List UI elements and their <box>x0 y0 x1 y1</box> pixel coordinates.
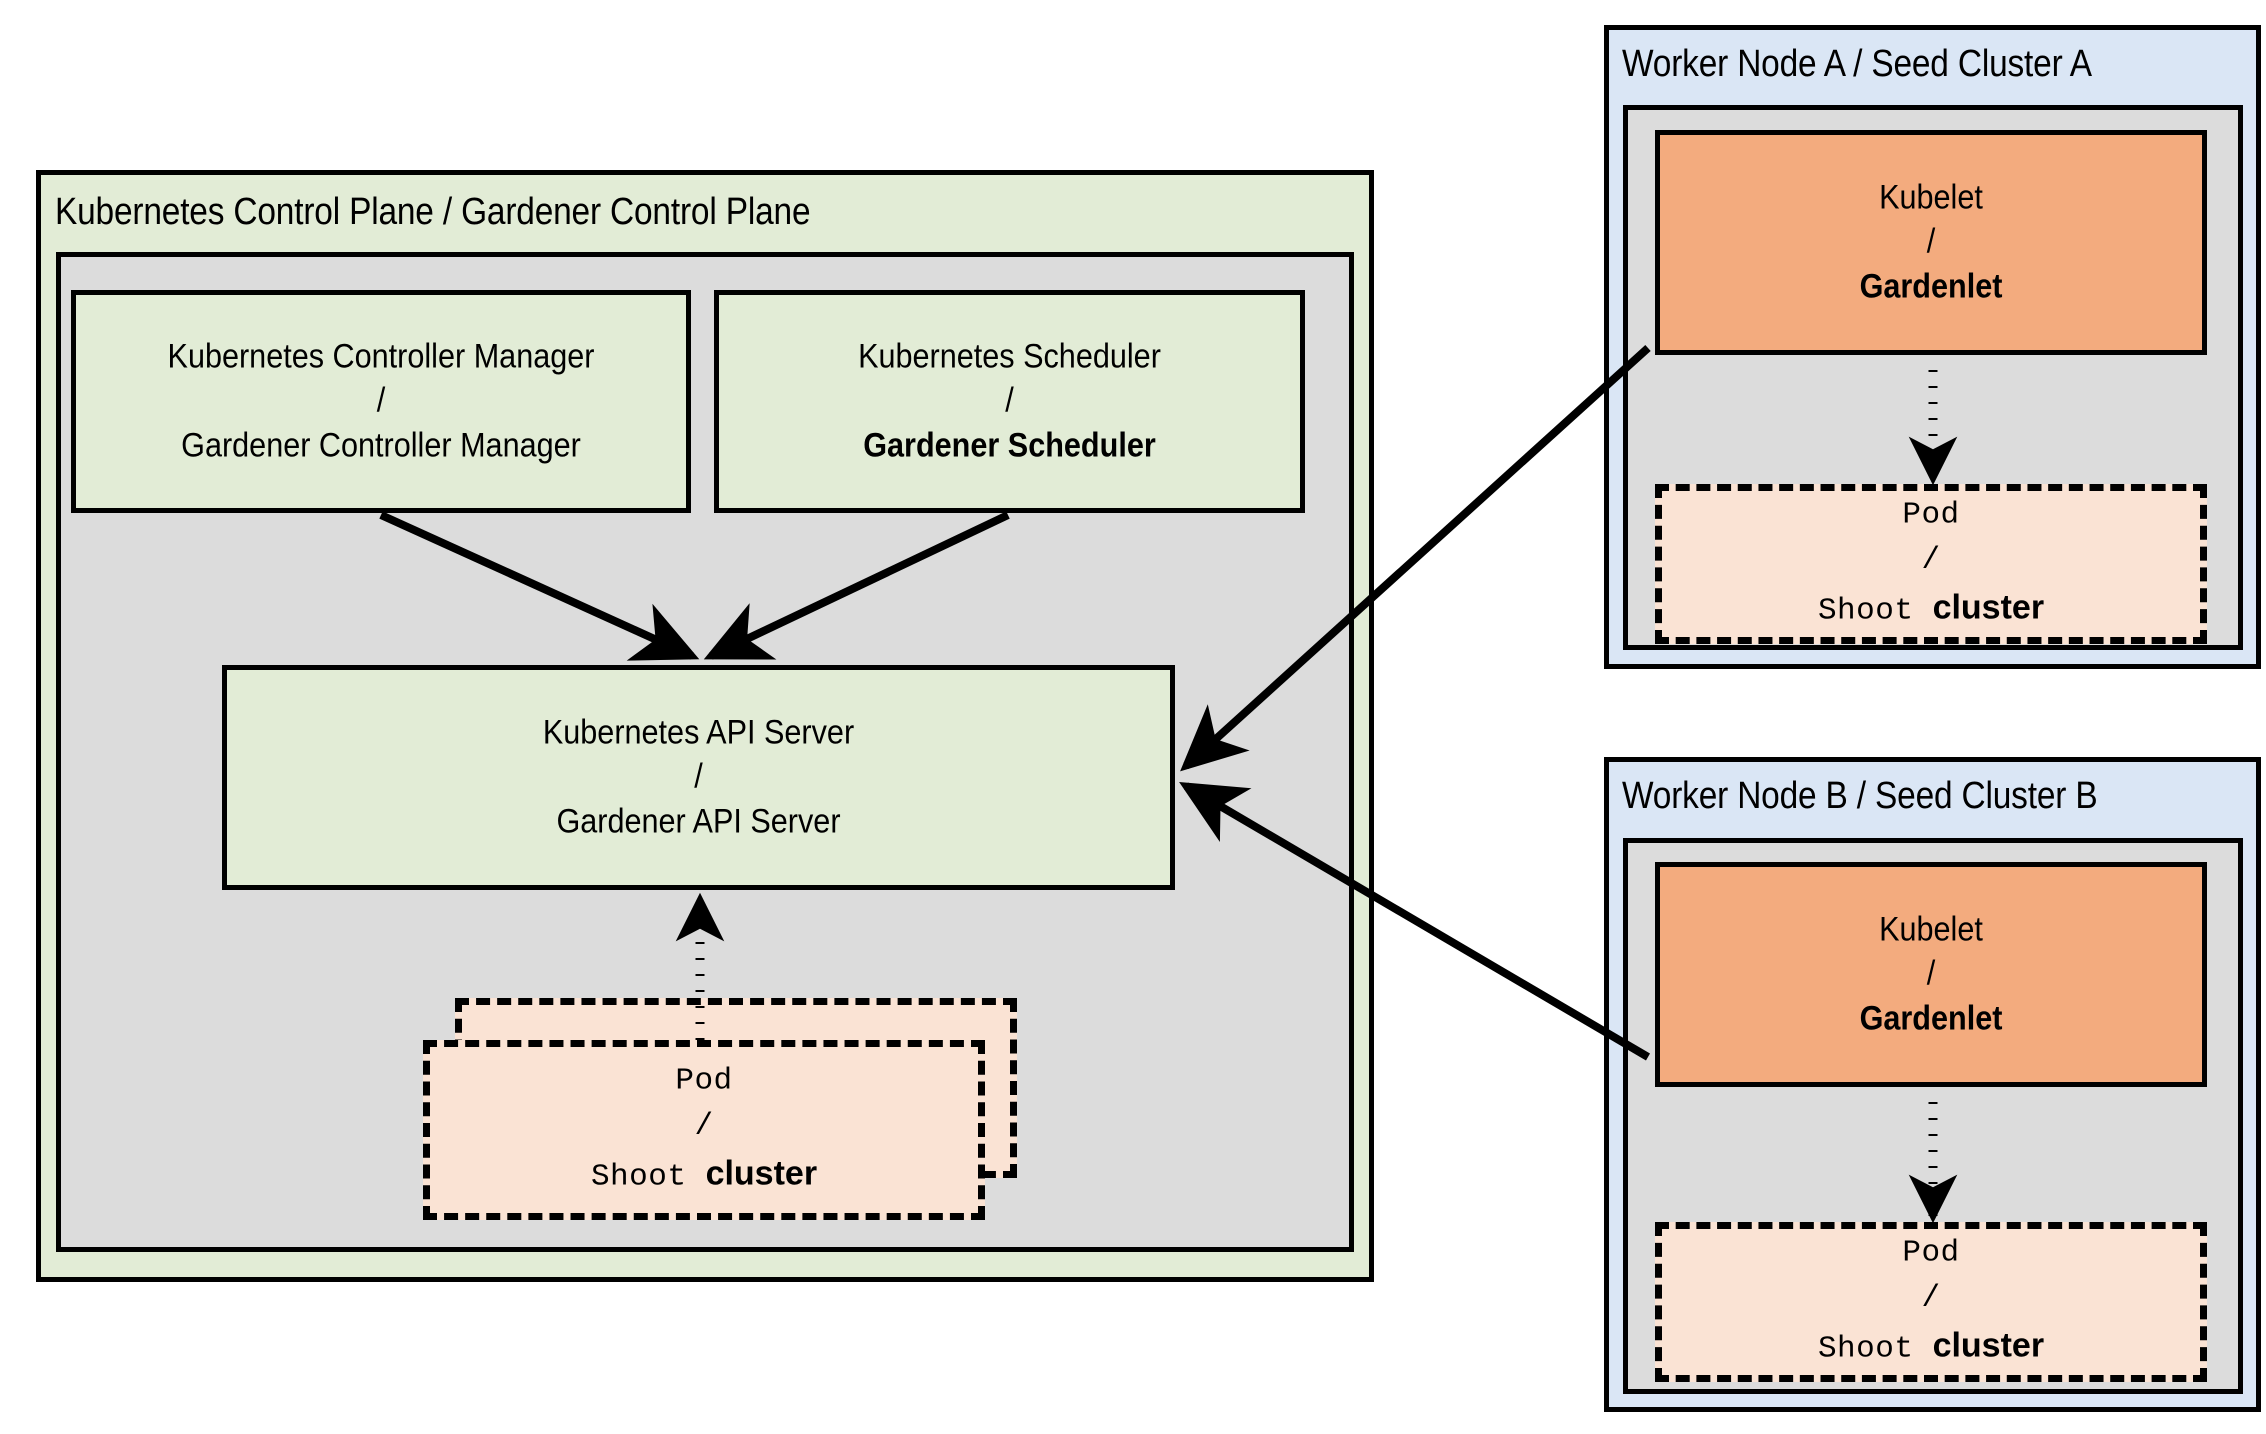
api-server-slash: / <box>694 758 703 797</box>
controller-manager-slash: / <box>376 382 386 421</box>
api-server-label: Kubernetes API Server / Gardener API Ser… <box>227 710 1170 845</box>
kubelet-b-label: Kubelet / Gardenlet <box>1660 907 2202 1042</box>
control-plane-pod-line1: Pod <box>675 1063 733 1099</box>
worker-node-a-pod-cluster: cluster <box>1932 588 2045 627</box>
kubelet-a-label: Kubelet / Gardenlet <box>1660 175 2202 310</box>
worker-node-b-pod-slash: / <box>1921 1280 1941 1316</box>
worker-node-a-pod-shoot: Shoot <box>1817 593 1933 629</box>
control-plane-pod-label: Pod / Shoot cluster <box>430 1060 978 1201</box>
kubelet-b-slash: / <box>1926 955 1936 994</box>
worker-node-a-pod-slash: / <box>1921 542 1941 578</box>
controller-manager-line2: Gardener Controller Manager <box>181 426 581 465</box>
worker-node-a-pod-line1: Pod <box>1902 497 1960 533</box>
kubelet-b-line1: Kubelet <box>1879 910 1983 949</box>
worker-node-b-pod-label: Pod / Shoot cluster <box>1662 1232 2200 1373</box>
scheduler-line1: Kubernetes Scheduler <box>858 337 1161 376</box>
kubelet-gardenlet-a-box[interactable]: Kubelet / Gardenlet <box>1655 130 2207 355</box>
control-plane-pod-shoot: Shoot <box>590 1159 706 1195</box>
kubelet-a-slash: / <box>1926 223 1936 262</box>
kubelet-a-line1: Kubelet <box>1879 178 1983 217</box>
control-plane-pod-line2: Shoot cluster <box>430 1149 978 1200</box>
scheduler-label: Kubernetes Scheduler / Gardener Schedule… <box>719 334 1300 469</box>
worker-node-b-title: Worker Node B / Seed Cluster B <box>1622 775 2098 817</box>
api-server-line1: Kubernetes API Server <box>542 713 855 752</box>
kubelet-a-line2: Gardenlet <box>1859 267 2003 306</box>
worker-node-a-title: Worker Node A / Seed Cluster A <box>1622 43 2092 85</box>
kubelet-b-line2: Gardenlet <box>1859 999 2003 1038</box>
worker-node-b-pod-box[interactable]: Pod / Shoot cluster <box>1655 1222 2207 1382</box>
control-plane-pod-box[interactable]: Pod / Shoot cluster <box>423 1040 985 1220</box>
control-plane-pod-slash: / <box>694 1108 714 1144</box>
kubernetes-controller-manager-box[interactable]: Kubernetes Controller Manager / Gardener… <box>71 290 691 513</box>
worker-node-b-pod-cluster: cluster <box>1932 1326 2045 1365</box>
scheduler-line2: Gardener Scheduler <box>863 426 1156 465</box>
worker-node-a-pod-label: Pod / Shoot cluster <box>1662 494 2200 635</box>
control-plane-pod-cluster: cluster <box>705 1154 818 1193</box>
worker-node-b-pod-line2: Shoot cluster <box>1662 1321 2200 1372</box>
worker-node-a-pod-line2: Shoot cluster <box>1662 583 2200 634</box>
control-plane-title: Kubernetes Control Plane / Gardener Cont… <box>55 191 811 233</box>
controller-manager-line1: Kubernetes Controller Manager <box>167 337 595 376</box>
worker-node-a-pod-box[interactable]: Pod / Shoot cluster <box>1655 484 2207 644</box>
kubelet-gardenlet-b-box[interactable]: Kubelet / Gardenlet <box>1655 862 2207 1087</box>
worker-node-b-pod-shoot: Shoot <box>1817 1331 1933 1367</box>
worker-node-b-pod-line1: Pod <box>1902 1235 1960 1271</box>
kubernetes-api-server-box[interactable]: Kubernetes API Server / Gardener API Ser… <box>222 665 1175 890</box>
api-server-line2: Gardener API Server <box>556 802 841 841</box>
scheduler-slash: / <box>1005 382 1014 421</box>
controller-manager-label: Kubernetes Controller Manager / Gardener… <box>76 334 686 469</box>
kubernetes-scheduler-box[interactable]: Kubernetes Scheduler / Gardener Schedule… <box>714 290 1305 513</box>
